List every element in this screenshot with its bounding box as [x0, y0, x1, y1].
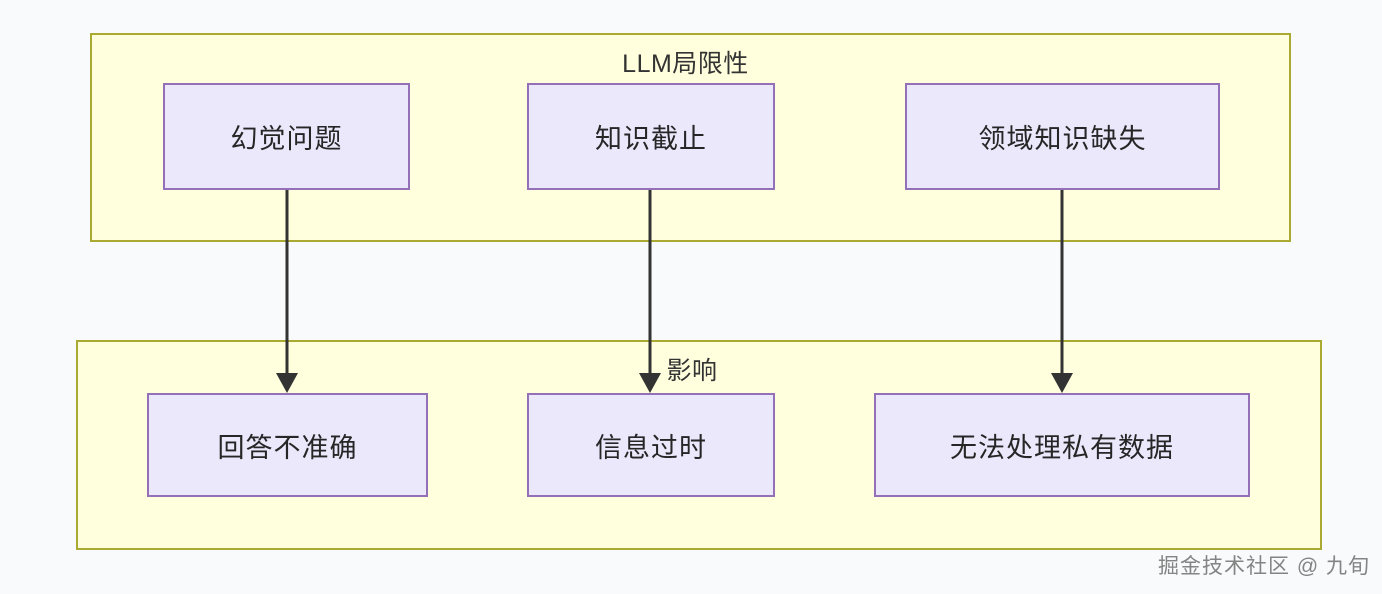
- subgraph-llm-limitations-title: LLM局限性: [622, 50, 749, 78]
- node-inaccurate-answer[interactable]: 回答不准确: [147, 393, 428, 497]
- node-outdated-info-label: 信息过时: [595, 432, 707, 463]
- subgraph-impact-title: 影响: [666, 357, 718, 385]
- node-inaccurate-answer-label: 回答不准确: [217, 432, 358, 463]
- node-knowledge-cutoff-label: 知识截止: [595, 124, 707, 154]
- watermark: 掘金技术社区 @ 九旬: [1158, 555, 1370, 578]
- node-domain-gap-label: 领域知识缺失: [978, 124, 1147, 154]
- node-hallucination[interactable]: 幻觉问题: [163, 83, 410, 190]
- node-private-data-label: 无法处理私有数据: [950, 432, 1174, 463]
- node-domain-gap[interactable]: 领域知识缺失: [905, 83, 1220, 190]
- node-hallucination-label: 幻觉问题: [230, 124, 343, 154]
- node-outdated-info[interactable]: 信息过时: [527, 393, 775, 497]
- node-private-data[interactable]: 无法处理私有数据: [874, 393, 1250, 497]
- node-knowledge-cutoff[interactable]: 知识截止: [527, 83, 775, 190]
